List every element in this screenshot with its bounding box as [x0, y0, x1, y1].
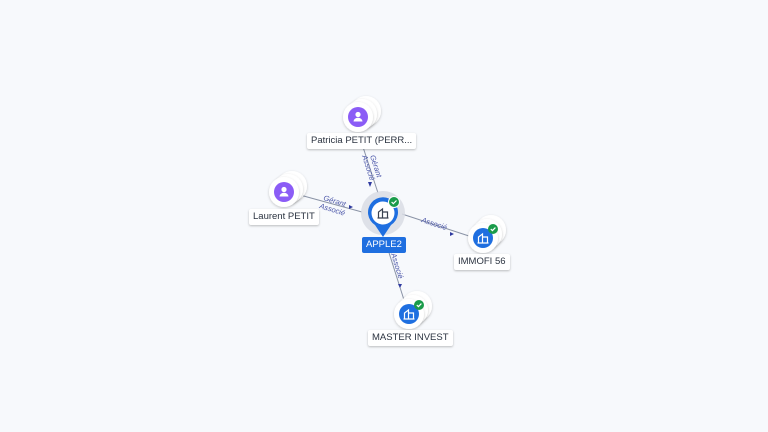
- arrow-master: [398, 284, 402, 288]
- building-icon: [403, 308, 415, 320]
- edge-label-master: Associé: [389, 251, 406, 280]
- node-label-laurent[interactable]: Laurent PETIT: [249, 209, 319, 225]
- node-apple2-center[interactable]: [361, 191, 405, 237]
- node-patricia[interactable]: [343, 96, 381, 132]
- building-icon: [477, 232, 489, 244]
- person-icon: [353, 111, 363, 122]
- person-icon: [279, 186, 289, 197]
- edge-patricia-apple2[interactable]: [362, 146, 379, 194]
- node-master-invest[interactable]: [394, 291, 432, 329]
- node-laurent[interactable]: [269, 171, 307, 207]
- building-icon: [377, 207, 389, 219]
- edge-arrows: [349, 182, 454, 288]
- node-label-apple2[interactable]: APPLE2: [362, 237, 406, 253]
- arrow-patricia: [368, 182, 372, 187]
- verified-check-icon: [414, 300, 424, 310]
- arrow-immofi: [450, 232, 454, 236]
- arrow-laurent: [349, 205, 353, 209]
- edge-laurent-apple2[interactable]: [299, 194, 363, 213]
- node-label-patricia[interactable]: Patricia PETIT (PERR...: [307, 133, 417, 149]
- verified-check-icon: [488, 224, 498, 234]
- edge-label-immofi: Associé: [419, 215, 448, 232]
- node-label-master-invest[interactable]: MASTER INVEST: [368, 330, 453, 346]
- node-immofi[interactable]: [468, 215, 506, 253]
- verified-check-icon: [388, 196, 400, 208]
- edge-apple2-immofi[interactable]: [401, 213, 473, 238]
- node-label-immofi[interactable]: IMMOFI 56: [454, 254, 510, 270]
